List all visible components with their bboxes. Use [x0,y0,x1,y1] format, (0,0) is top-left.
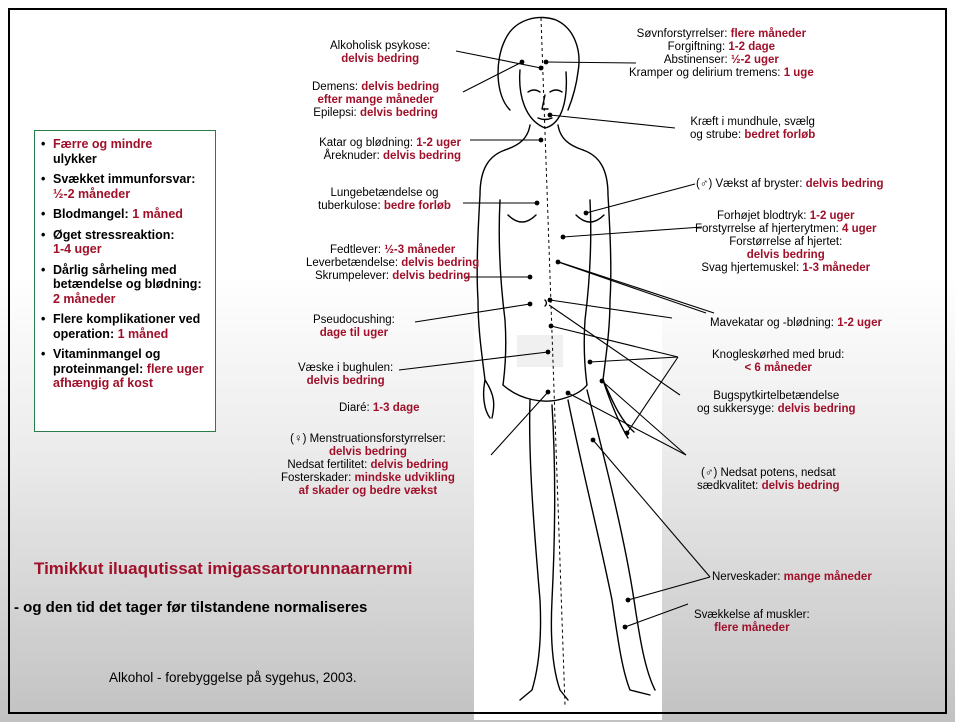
list-item: Dårlig sårheling med betændelse og blødn… [41,263,211,307]
label-alcoholic-psychosis: Alkoholisk psykose:delvis bedring [330,40,430,66]
label-pneumonia: Lungebetændelse og tuberkulose: bedre fo… [318,187,451,213]
source-citation: Alkohol - forebyggelse på sygehus, 2003. [109,670,357,685]
label-ascites: Væske i bughulen:delvis bedring [298,362,393,388]
label-liver: Fedtlever: ½-3 måneder Leverbetændelse: … [306,244,479,283]
list-item: Flere komplikationer ved operation: 1 må… [41,312,211,341]
label-pseudocushing: Pseudocushing:dage til uger [313,314,395,340]
label-nerve-damage: Nerveskader: mange måneder [712,571,872,584]
label-oral-cancer: Kræft i mundhule, svælg og strube: bedre… [690,116,815,142]
label-breast-growth: (♂) Vækst af bryster: delvis bedring [696,178,884,191]
label-diarrhea: Diaré: 1-3 dage [339,402,420,415]
label-reproductive: (♀) Menstruationsforstyrrelser: delvis b… [281,433,455,498]
label-dementia: Demens: delvis bedring efter mange måned… [312,81,439,120]
slide-subtitle: - og den tid det tager før tilstandene n… [14,599,367,616]
list-item: Øget stressreaktion:1-4 uger [41,228,211,257]
list-item: Vitaminmangel og proteinmangel: flere ug… [41,347,211,391]
slide-title: Timikkut iluaqutissat imigassartorunnaar… [34,559,413,579]
label-catarrh: Katar og blødning: 1-2 uger Åreknuder: d… [319,137,461,163]
label-gastritis: Mavekatar og -blødning: 1-2 uger [710,317,882,330]
label-pancreas: Bugspytkirtelbetændelse og sukkersyge: d… [697,390,856,416]
label-potency: (♂) Nedsat potens, nedsat sædkvalitet: d… [697,467,840,493]
label-osteoporosis: Knogleskørhed med brud:< 6 måneder [712,349,844,375]
label-withdrawal: Søvnforstyrrelser: flere måneder Forgift… [629,28,814,80]
list-item: Blodmangel: 1 måned [41,207,211,222]
label-heart: Forhøjet blodtryk: 1-2 uger Forstyrrelse… [695,210,877,275]
label-muscle-weakness: Svækkelse af muskler:flere måneder [694,609,810,635]
list-item: Svækket immunforsvar:½-2 måneder [41,172,211,201]
